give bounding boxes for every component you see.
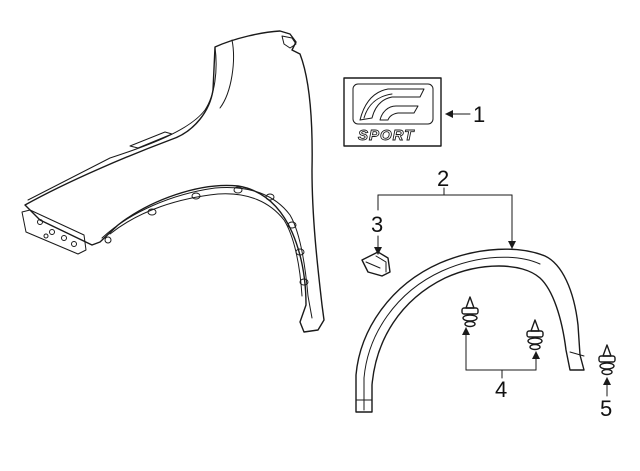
callout-4: 4 [495, 377, 507, 402]
push-pin-fastener-a [461, 296, 479, 328]
callout-1: 1 [473, 102, 485, 127]
f-sport-emblem: SPORT [343, 77, 442, 147]
wheel-arch-molding [355, 248, 585, 413]
retainer-clip [361, 251, 391, 277]
fender-panel [21, 30, 325, 333]
fender-clip-bumps [104, 186, 309, 286]
callout-3: 3 [371, 212, 383, 237]
fender-front-bracket [21, 209, 87, 255]
push-pin-fastener-c [598, 344, 616, 376]
callout-5: 5 [600, 396, 612, 421]
push-pin-fastener-b [526, 319, 544, 351]
leader-lines [374, 110, 611, 397]
emblem-sport-text: SPORT [358, 127, 415, 144]
callout-2: 2 [437, 166, 449, 191]
